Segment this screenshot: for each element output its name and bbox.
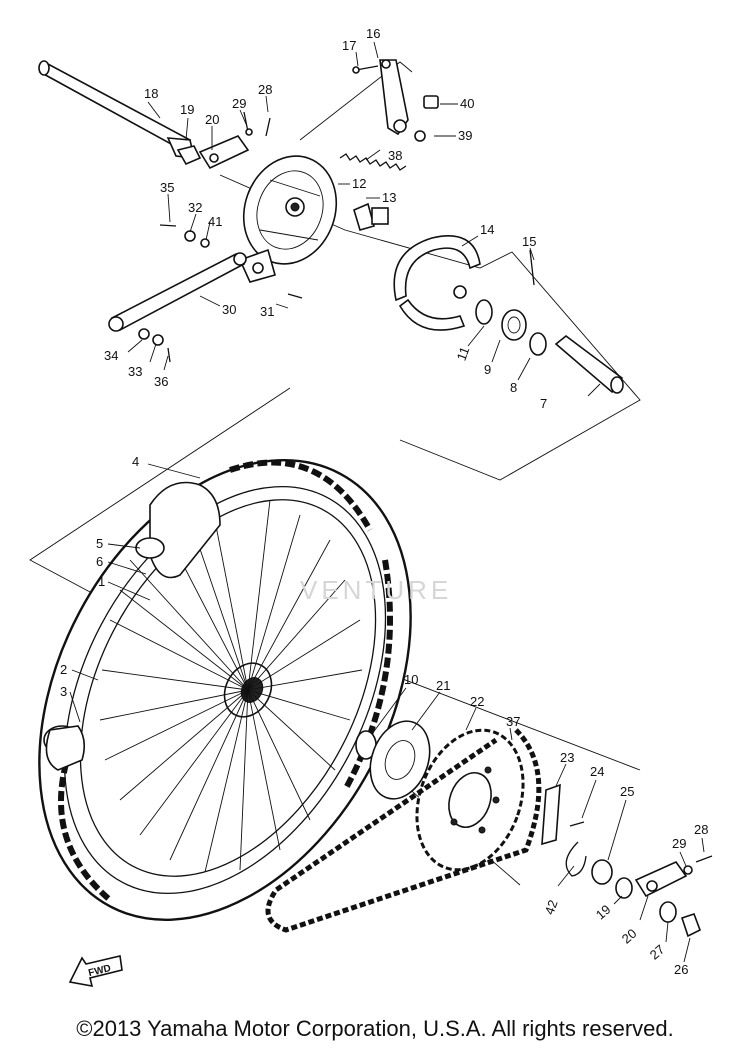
callout-8: 8 <box>510 380 517 395</box>
callout-28-lower: 28 <box>694 822 708 837</box>
axle-spacers <box>475 299 624 394</box>
callout-5: 5 <box>96 536 103 551</box>
brake-cam-lever <box>339 59 439 231</box>
callout-39: 39 <box>458 128 472 143</box>
callout-29-lower: 29 <box>672 836 686 851</box>
callout-36: 36 <box>154 374 168 389</box>
callout-leaders <box>69 41 705 963</box>
torque-arm <box>108 224 303 363</box>
brake-backing-plate <box>238 155 338 283</box>
exploded-parts-diagram: 18 19 20 29 28 17 16 40 39 38 12 13 14 1… <box>29 26 713 977</box>
callout-34: 34 <box>104 348 118 363</box>
callout-14: 14 <box>480 222 494 237</box>
callout-40: 40 <box>460 96 474 111</box>
callout-9: 9 <box>484 362 491 377</box>
callout-18: 18 <box>144 86 158 101</box>
callout-2: 2 <box>60 662 67 677</box>
callout-31: 31 <box>260 304 274 319</box>
fwd-label: FWD <box>87 963 112 979</box>
callout-6: 6 <box>96 554 103 569</box>
callout-11: 11 <box>454 345 473 363</box>
callout-29-upper: 29 <box>232 96 246 111</box>
callout-25: 25 <box>620 784 634 799</box>
callout-16: 16 <box>366 26 380 41</box>
brake-shoes <box>393 235 535 331</box>
rear-wheel-assembly <box>38 459 412 921</box>
callout-17: 17 <box>342 38 356 53</box>
callout-38: 38 <box>388 148 402 163</box>
drive-chain <box>265 728 542 933</box>
callout-28-upper: 28 <box>258 82 272 97</box>
callout-42: 42 <box>542 898 561 917</box>
sprocket-assembly <box>355 720 525 872</box>
chain-hardware <box>541 783 713 938</box>
callout-41: 41 <box>208 214 222 229</box>
chain-adjuster-upper <box>198 111 271 170</box>
callout-21: 21 <box>436 678 450 693</box>
callout-15: 15 <box>522 234 536 249</box>
callout-20-upper: 20 <box>205 112 219 127</box>
callout-35: 35 <box>160 180 174 195</box>
callout-30: 30 <box>222 302 236 317</box>
callout-3: 3 <box>60 684 67 699</box>
callout-1: 1 <box>98 574 105 589</box>
callout-4: 4 <box>132 454 139 469</box>
rear-axle <box>38 60 202 166</box>
callout-19-lower: 19 <box>593 902 614 923</box>
callout-19: 19 <box>180 102 194 117</box>
copyright-footer: ©2013 Yamaha Motor Corporation, U.S.A. A… <box>76 1016 674 1041</box>
callout-10: 10 <box>404 672 418 687</box>
watermark: VENTURE <box>300 575 453 605</box>
callout-26: 26 <box>674 962 688 977</box>
callout-13: 13 <box>382 190 396 205</box>
callout-27: 27 <box>647 942 668 963</box>
callout-32: 32 <box>188 200 202 215</box>
callout-7: 7 <box>540 396 547 411</box>
forward-arrow-icon: FWD <box>68 955 123 988</box>
callout-22: 22 <box>470 694 484 709</box>
callout-20-lower: 20 <box>619 926 640 947</box>
callout-33: 33 <box>128 364 142 379</box>
callout-24: 24 <box>590 764 604 779</box>
callout-23: 23 <box>560 750 574 765</box>
callout-37: 37 <box>506 714 520 729</box>
callout-12: 12 <box>352 176 366 191</box>
